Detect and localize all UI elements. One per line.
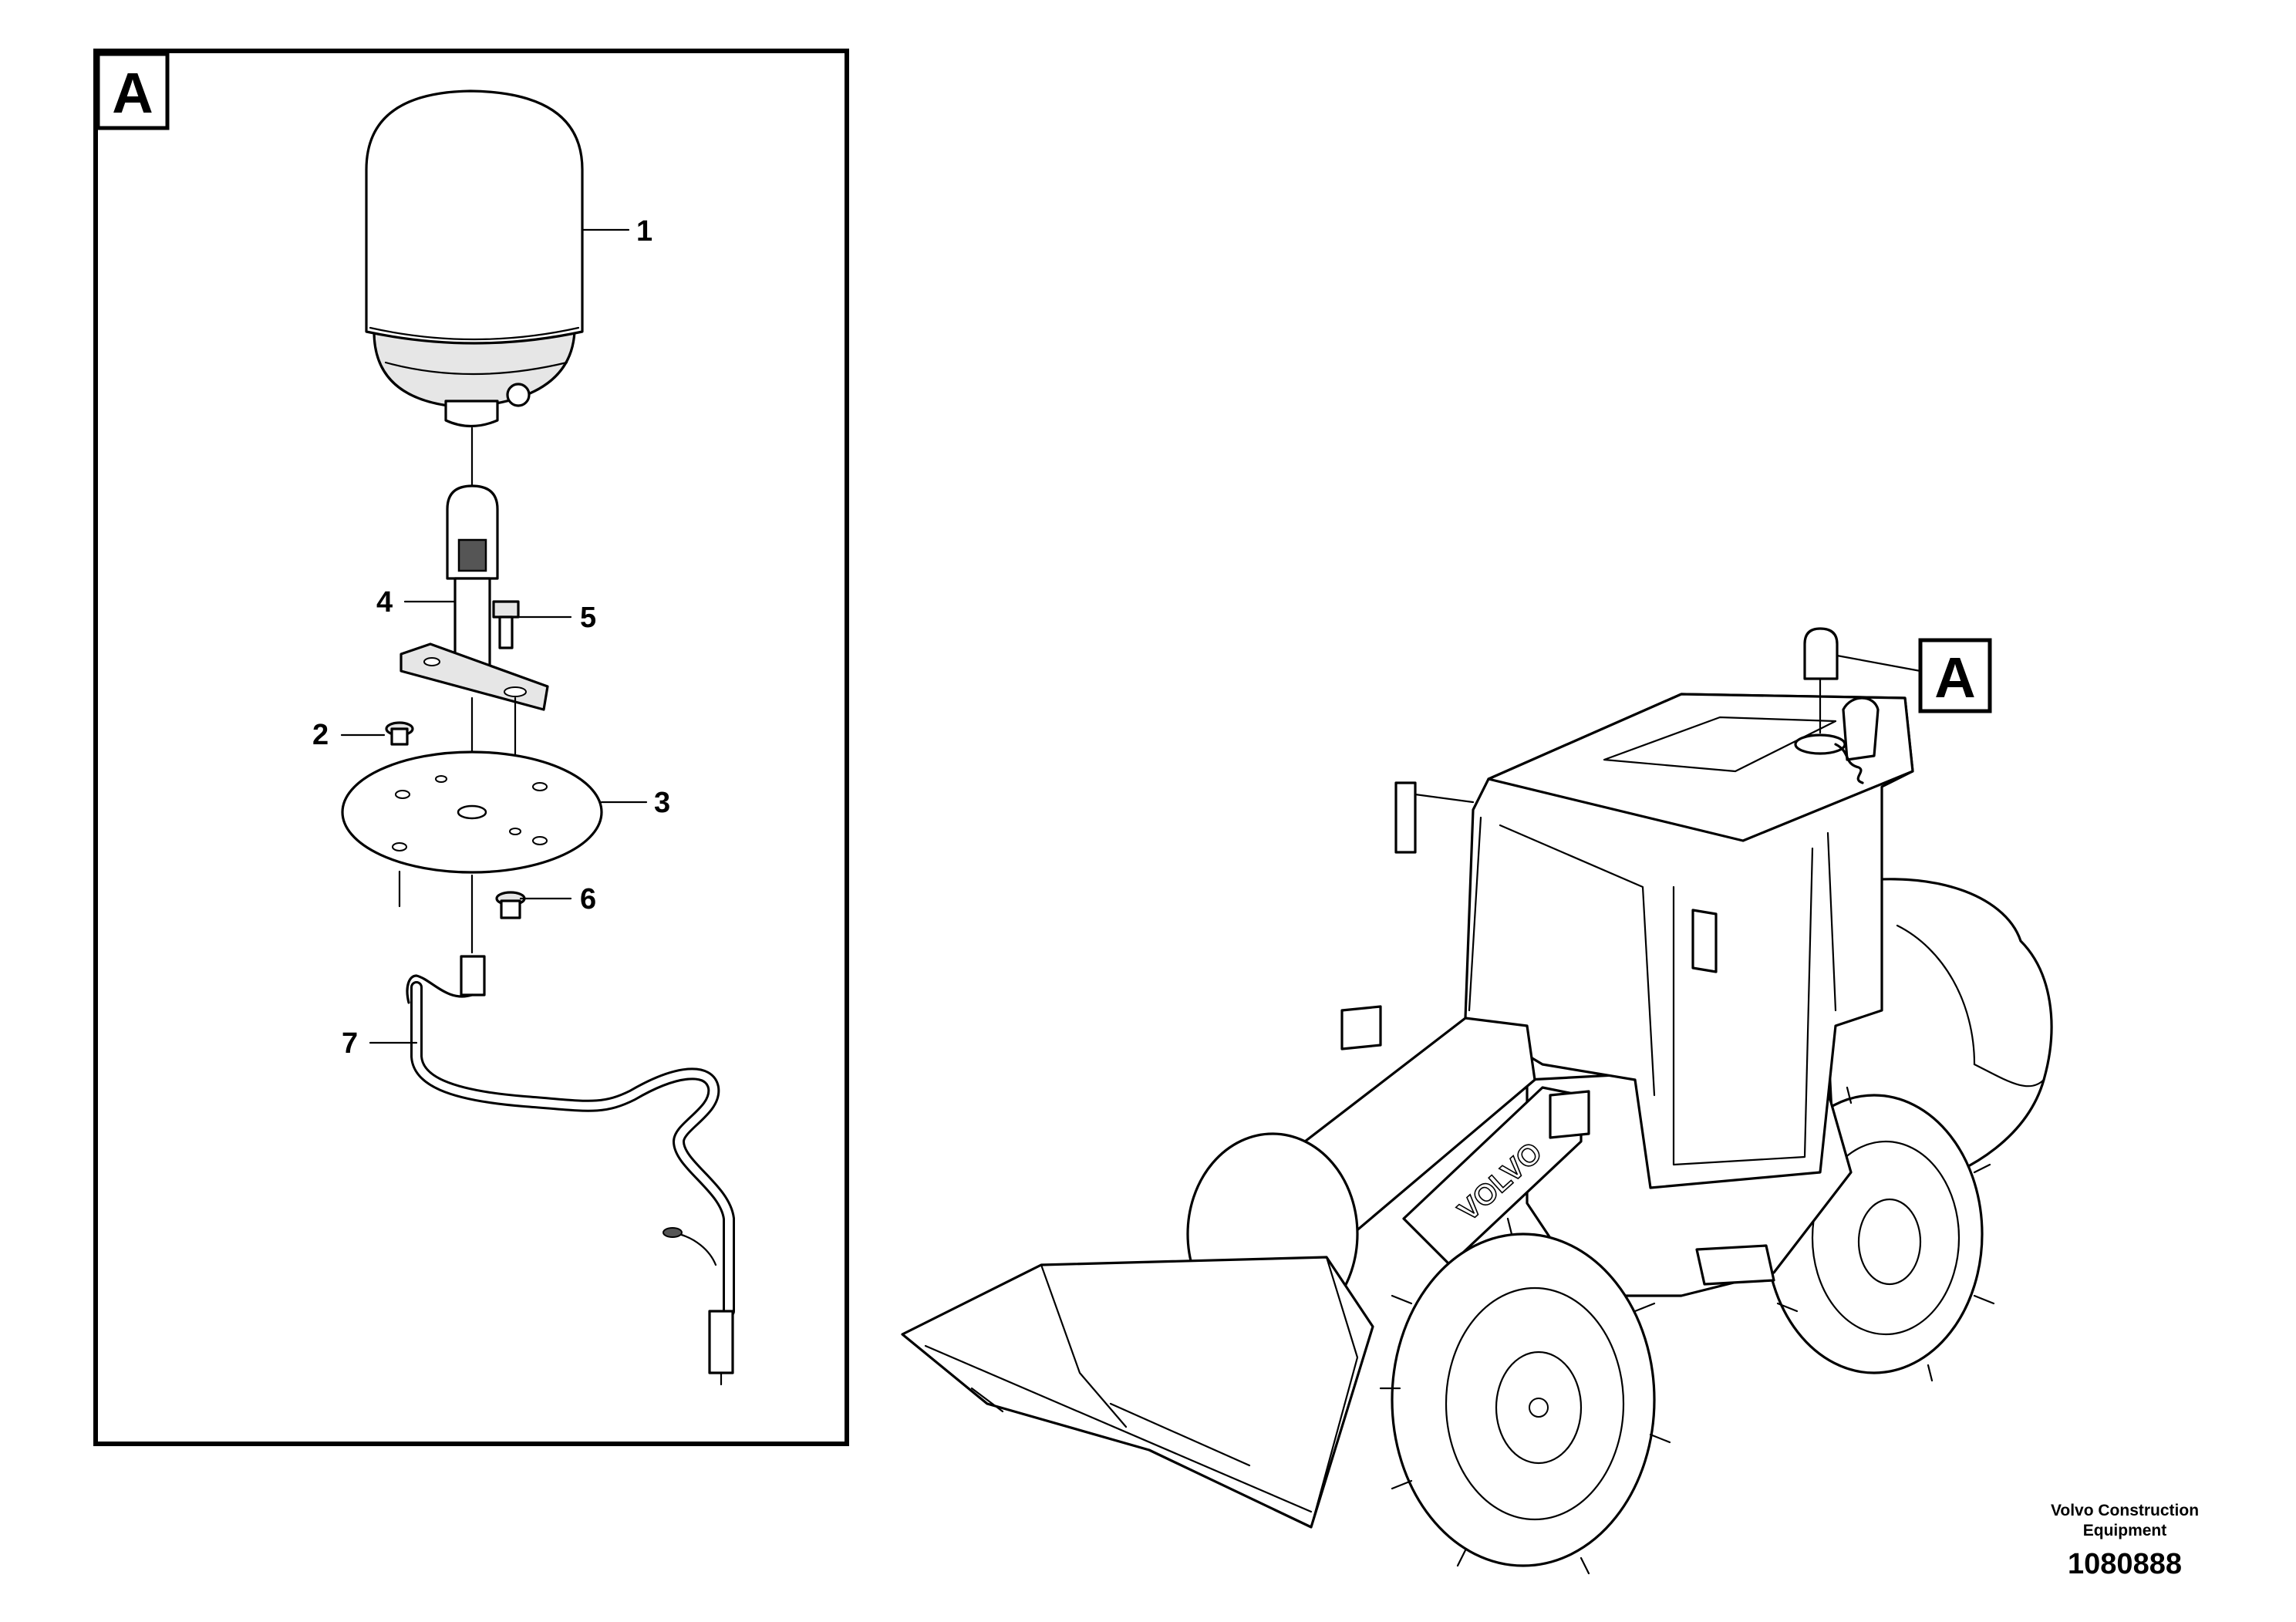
beacon-mast <box>400 484 549 800</box>
mounting-bolt <box>492 600 520 649</box>
beacon-lamp <box>365 89 584 495</box>
callouts: 1 2 3 4 5 6 7 <box>312 215 670 1060</box>
flange-nut <box>495 891 526 919</box>
callout-5: 5 <box>580 602 596 634</box>
wheel-loader: A VOLVO <box>901 627 2053 1575</box>
rivet-nut <box>385 721 414 746</box>
callout-7: 7 <box>342 1027 358 1060</box>
detail-label: A <box>112 61 153 125</box>
detail-label-box <box>96 52 170 130</box>
mounting-plate <box>341 750 603 954</box>
callout-1: 1 <box>636 215 652 248</box>
detail-reference-label: A <box>1934 646 1975 710</box>
brand-line-1: Volvo Construction <box>2051 1502 2199 1519</box>
callout-3: 3 <box>654 787 670 819</box>
callout-6: 6 <box>580 883 596 916</box>
footer: Volvo Construction Equipment 1080888 <box>2051 1502 2199 1580</box>
detail-reference-box <box>1918 638 1992 713</box>
brand-line-2: Equipment <box>2083 1522 2167 1539</box>
document-number: 1080888 <box>2068 1548 2182 1580</box>
cable-harness <box>406 955 735 1386</box>
callout-2: 2 <box>312 719 329 751</box>
callout-4: 4 <box>376 586 393 619</box>
detail-a-panel: A <box>93 49 849 1446</box>
